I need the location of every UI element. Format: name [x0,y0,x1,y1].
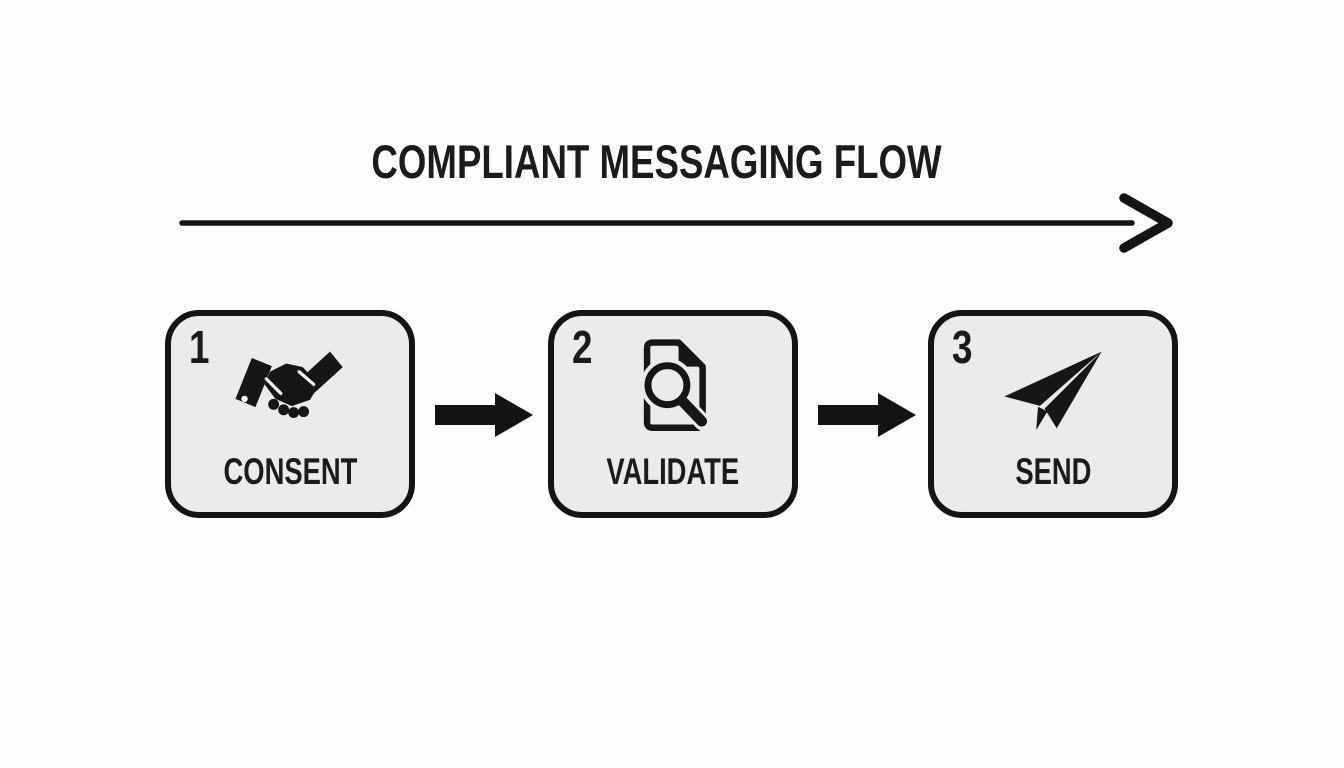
step-label: SEND [934,453,1172,490]
diagram-title-text: COMPLIANT MESSAGING FLOW [371,135,943,188]
step-label-text: SEND [1014,451,1092,492]
step-label: VALIDATE [554,453,792,490]
connector-arrow-icon [818,393,916,437]
step-box-consent: 1 [165,310,415,518]
step-label: CONSENT [171,453,409,490]
paper-plane-icon [934,346,1172,432]
step-number: 2 [572,321,593,373]
step-box-validate: 2 VALIDATE [548,310,798,518]
step-label-text: VALIDATE [606,451,740,492]
step-number: 1 [189,321,210,373]
step-box-send: 3 SEND [928,310,1178,518]
document-search-icon [554,337,792,437]
flow-direction-arrow [179,193,1173,253]
step-label-text: CONSENT [223,451,357,492]
diagram-title: COMPLIANT MESSAGING FLOW [0,138,1314,185]
handshake-icon [171,348,409,428]
connector-arrow-icon [435,393,533,437]
step-number: 3 [952,321,973,373]
